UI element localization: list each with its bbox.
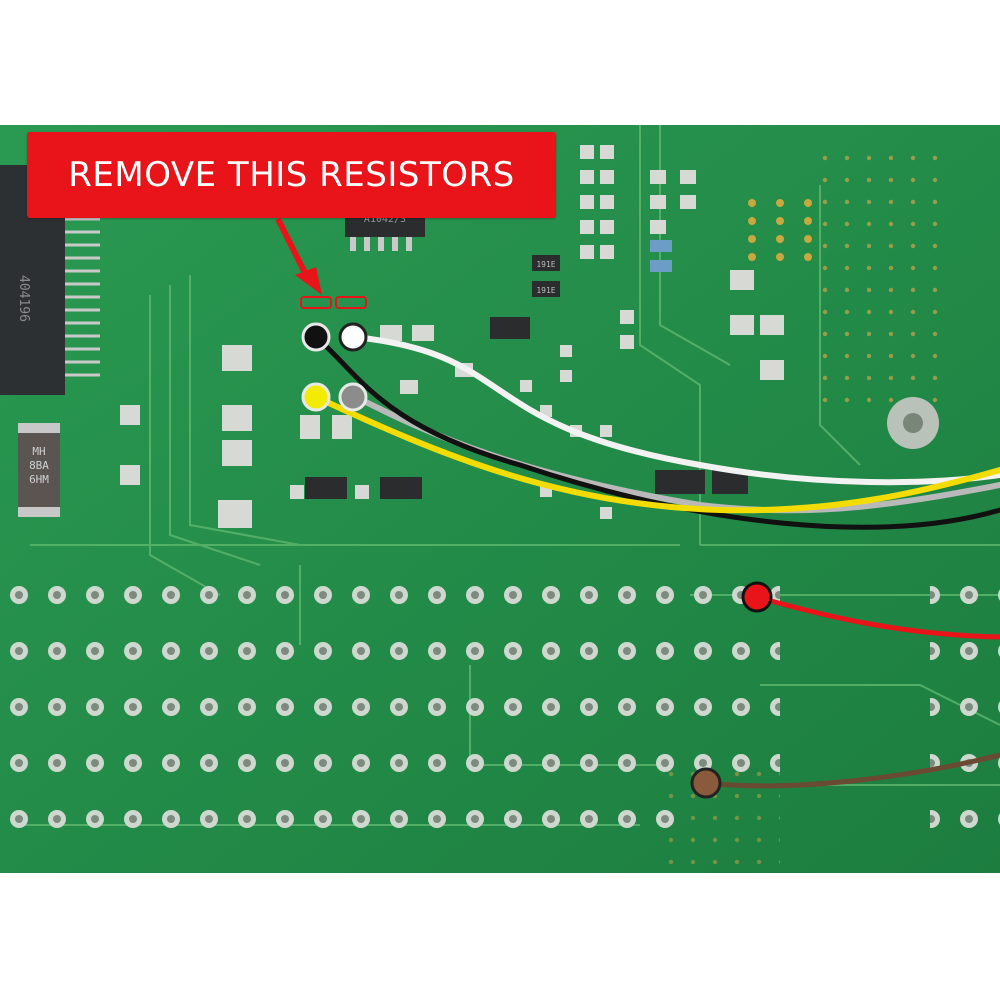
- blue-components: [650, 240, 672, 272]
- red-point: [741, 581, 773, 613]
- yellow-point: [301, 382, 331, 412]
- yellow-wire: [313, 394, 1000, 514]
- black-wire: [313, 334, 1000, 530]
- black-point: [301, 322, 331, 352]
- remove-resistors-callout: REMOVE THIS RESISTORS: [27, 132, 556, 218]
- top-ic-marking: A1042/3: [364, 214, 406, 225]
- smd-pads: [120, 145, 784, 528]
- pcb-photo: 404196 MH 8BA 6HM A1042/3 191E 191E: [0, 125, 1000, 873]
- main-ic-marking: 404196: [16, 275, 31, 322]
- arrow: [275, 217, 322, 295]
- svg-text:191E: 191E: [536, 286, 555, 295]
- red-wire: [754, 594, 1000, 640]
- svg-text:MH: MH: [32, 445, 45, 458]
- white-point: [338, 322, 368, 352]
- solder-points: [301, 322, 773, 799]
- diode-component: MH 8BA 6HM: [18, 423, 60, 517]
- brown-point: [690, 767, 722, 799]
- white-wire: [352, 334, 1000, 486]
- resistor-highlight: [300, 296, 367, 309]
- gray-point: [338, 382, 368, 412]
- via-grid: [0, 573, 680, 853]
- svg-text:6HM: 6HM: [29, 473, 49, 486]
- svg-text:8BA: 8BA: [29, 459, 49, 472]
- dip-pads: [748, 199, 812, 261]
- small-chips: 191E 191E: [305, 255, 748, 499]
- brown-wire: [703, 752, 1000, 789]
- svg-text:191E: 191E: [536, 260, 555, 269]
- callout-text: REMOVE THIS RESISTORS: [68, 155, 515, 195]
- wires: [313, 334, 1000, 789]
